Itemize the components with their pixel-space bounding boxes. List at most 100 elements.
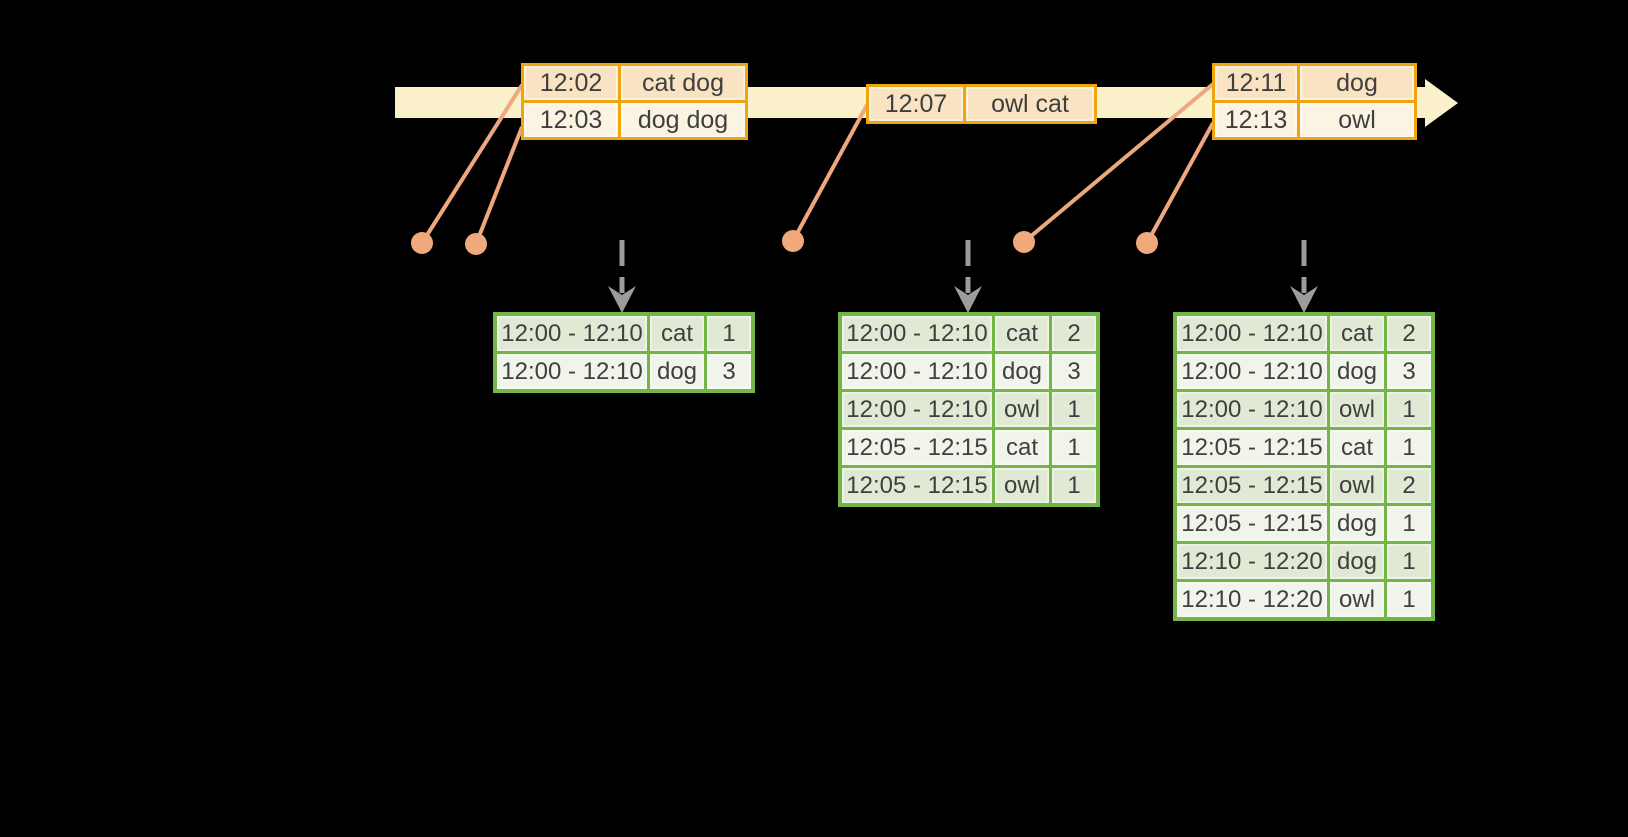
word-cell: owl <box>992 465 1052 507</box>
result-table-2: 12:00 - 12:10 cat 2 12:00 - 12:10 dog 3 … <box>838 312 1100 507</box>
table-row: 12:00 - 12:10 owl 1 <box>838 389 1100 430</box>
event-row: 12:13 owl <box>1212 100 1417 140</box>
window-cell: 12:00 - 12:10 <box>1173 351 1330 392</box>
table-row: 12:10 - 12:20 dog 1 <box>1173 541 1435 582</box>
table-row: 12:05 - 12:15 cat 1 <box>838 427 1100 468</box>
window-cell: 12:00 - 12:10 <box>838 351 995 392</box>
down-arrow-icon <box>1290 286 1318 313</box>
event-time-cell: 12:13 <box>1212 100 1300 140</box>
event-connector-line <box>1022 82 1215 244</box>
count-cell: 2 <box>1049 312 1100 354</box>
window-cell: 12:00 - 12:10 <box>838 389 995 430</box>
table-row: 12:00 - 12:10 owl 1 <box>1173 389 1435 430</box>
table-row: 12:00 - 12:10 cat 2 <box>838 312 1100 354</box>
count-cell: 1 <box>1049 465 1100 507</box>
event-connector-line <box>791 104 869 242</box>
event-dot <box>465 233 487 255</box>
count-cell: 3 <box>704 351 755 393</box>
count-cell: 1 <box>1384 541 1435 582</box>
table-row: 12:00 - 12:10 dog 3 <box>493 351 755 393</box>
word-cell: cat <box>992 312 1052 354</box>
event-dots <box>411 230 1158 255</box>
window-cell: 12:10 - 12:20 <box>1173 541 1330 582</box>
table-row: 12:05 - 12:15 dog 1 <box>1173 503 1435 544</box>
window-cell: 12:05 - 12:15 <box>838 465 995 507</box>
window-cell: 12:00 - 12:10 <box>1173 312 1330 354</box>
word-cell: cat <box>1327 312 1387 354</box>
event-words-cell: owl cat <box>963 84 1097 124</box>
event-time-cell: 12:11 <box>1212 63 1300 103</box>
event-time-cell: 12:07 <box>866 84 966 124</box>
event-row: 12:11 dog <box>1212 63 1417 103</box>
down-arrow-icon <box>954 286 982 313</box>
event-connector-lines <box>420 82 1215 245</box>
event-box-1: 12:02 cat dog 12:03 dog dog <box>521 63 748 140</box>
window-cell: 12:00 - 12:10 <box>838 312 995 354</box>
trigger-arrowheads <box>608 286 1318 313</box>
event-row: 12:02 cat dog <box>521 63 748 103</box>
event-words-cell: owl <box>1297 100 1417 140</box>
word-cell: dog <box>1327 351 1387 392</box>
window-cell: 12:10 - 12:20 <box>1173 579 1330 621</box>
count-cell: 1 <box>1384 579 1435 621</box>
word-cell: cat <box>992 427 1052 468</box>
event-row: 12:07 owl cat <box>866 84 1097 124</box>
word-cell: owl <box>1327 389 1387 430</box>
event-words-cell: cat dog <box>618 63 748 103</box>
event-dot <box>1136 232 1158 254</box>
event-box-3: 12:11 dog 12:13 owl <box>1212 63 1417 140</box>
table-row: 12:05 - 12:15 owl 2 <box>1173 465 1435 506</box>
timeline-arrow-head-icon <box>1425 79 1458 127</box>
word-cell: dog <box>1327 541 1387 582</box>
result-table-1: 12:00 - 12:10 cat 1 12:00 - 12:10 dog 3 <box>493 312 755 393</box>
word-cell: owl <box>1327 579 1387 621</box>
table-row: 12:10 - 12:20 owl 1 <box>1173 579 1435 621</box>
event-time-cell: 12:03 <box>521 100 621 140</box>
count-cell: 1 <box>1049 427 1100 468</box>
event-words-cell: dog <box>1297 63 1417 103</box>
trigger-arrows <box>619 240 1307 293</box>
count-cell: 1 <box>1049 389 1100 430</box>
word-cell: owl <box>1327 465 1387 506</box>
count-cell: 1 <box>1384 389 1435 430</box>
window-cell: 12:00 - 12:10 <box>1173 389 1330 430</box>
word-cell: cat <box>647 312 707 354</box>
event-connector-line <box>420 83 524 245</box>
window-cell: 12:05 - 12:15 <box>1173 465 1330 506</box>
table-row: 12:00 - 12:10 dog 3 <box>838 351 1100 392</box>
count-cell: 3 <box>1049 351 1100 392</box>
word-cell: dog <box>992 351 1052 392</box>
word-cell: cat <box>1327 427 1387 468</box>
event-box-2: 12:07 owl cat <box>866 84 1097 124</box>
count-cell: 1 <box>1384 427 1435 468</box>
word-cell: dog <box>1327 503 1387 544</box>
event-dot <box>411 232 433 254</box>
event-dot <box>1013 231 1035 253</box>
count-cell: 1 <box>1384 503 1435 544</box>
count-cell: 2 <box>1384 312 1435 354</box>
count-cell: 2 <box>1384 465 1435 506</box>
window-cell: 12:00 - 12:10 <box>493 312 650 354</box>
event-row: 12:03 dog dog <box>521 100 748 140</box>
down-arrow-icon <box>608 286 636 313</box>
event-time-cell: 12:02 <box>521 63 621 103</box>
window-cell: 12:00 - 12:10 <box>493 351 650 393</box>
event-dot <box>782 230 804 252</box>
table-row: 12:00 - 12:10 cat 2 <box>1173 312 1435 354</box>
word-cell: dog <box>647 351 707 393</box>
table-row: 12:00 - 12:10 dog 3 <box>1173 351 1435 392</box>
window-cell: 12:05 - 12:15 <box>1173 503 1330 544</box>
table-row: 12:00 - 12:10 cat 1 <box>493 312 755 354</box>
event-words-cell: dog dog <box>618 100 748 140</box>
event-connector-line <box>1145 122 1215 244</box>
count-cell: 3 <box>1384 351 1435 392</box>
table-row: 12:05 - 12:15 owl 1 <box>838 465 1100 507</box>
window-cell: 12:05 - 12:15 <box>838 427 995 468</box>
table-row: 12:05 - 12:15 cat 1 <box>1173 427 1435 468</box>
count-cell: 1 <box>704 312 755 354</box>
word-cell: owl <box>992 389 1052 430</box>
event-connector-line <box>474 126 524 245</box>
result-table-3: 12:00 - 12:10 cat 2 12:00 - 12:10 dog 3 … <box>1173 312 1435 621</box>
